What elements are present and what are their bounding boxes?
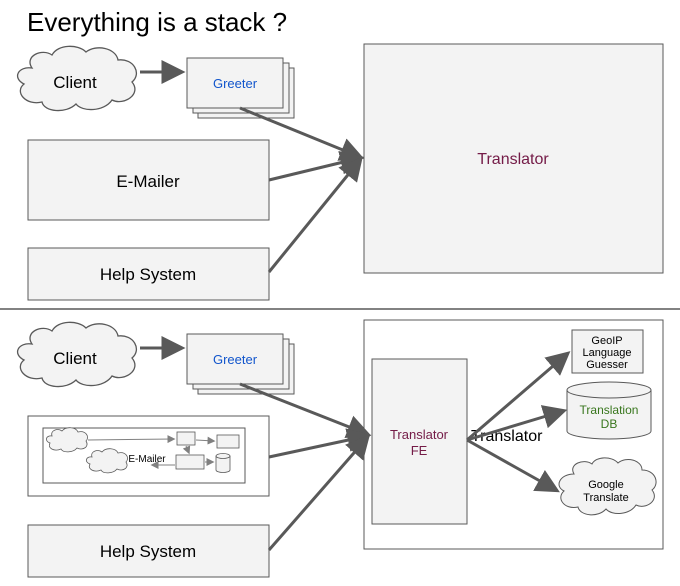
arrow-help-to-fe <box>267 434 370 551</box>
translation-db-label-line1: Translation <box>580 403 639 417</box>
mini-box-icon <box>175 454 205 470</box>
translator-fe-box: Translator FE <box>371 358 468 525</box>
geoip-language-guesser-box: GeoIP Language Guesser <box>571 329 644 374</box>
top-translator-box: Translator <box>363 43 664 274</box>
google-translate-cloud: Google Translate <box>558 457 657 516</box>
mini-cloud-icon <box>46 427 88 453</box>
top-help-system-box: Help System <box>27 247 270 301</box>
bottom-help-system-label: Help System <box>100 542 196 561</box>
top-emailer-label: E-Mailer <box>116 172 180 191</box>
arrow-greeter-to-translator-top <box>239 106 365 161</box>
translation-db-cylinder: Translation DB <box>566 381 652 440</box>
mini-database-icon <box>215 453 231 473</box>
bottom-greeter-label: Greeter <box>213 352 258 367</box>
top-emailer-box: E-Mailer <box>27 139 270 221</box>
mini-cloud-icon <box>86 448 128 474</box>
top-client-cloud: Client <box>16 45 137 112</box>
google-translate-label-line2: Translate <box>583 492 628 504</box>
top-greeter-label: Greeter <box>213 76 258 91</box>
mini-box-icon <box>176 431 196 446</box>
bottom-client-label: Client <box>53 349 97 368</box>
google-translate-label-line1: Google <box>588 479 623 491</box>
translator-fe-label-line1: Translator <box>390 427 449 442</box>
bottom-section: Client Greeter <box>16 319 664 578</box>
top-help-system-label: Help System <box>100 265 196 284</box>
arrow-fe-to-db <box>466 405 568 442</box>
geoip-label-line1: GeoIP <box>591 335 622 347</box>
mini-emailer-label: E-Mailer <box>128 454 166 465</box>
arrow-greeter-to-fe <box>239 382 372 439</box>
arrow-fe-to-google <box>466 438 560 493</box>
top-client-label: Client <box>53 73 97 92</box>
top-greeter-stack: Greeter <box>186 57 295 119</box>
top-translator-label: Translator <box>477 151 549 168</box>
geoip-label-line3: Guesser <box>586 359 628 371</box>
translator-fe-label-line2: FE <box>411 443 428 458</box>
bottom-greeter-stack: Greeter <box>186 333 295 395</box>
top-section: Client Greeter E-Mailer Help System Tran… <box>16 43 664 301</box>
geoip-label-line2: Language <box>583 347 632 359</box>
bottom-emailer-box: E-Mailer <box>27 415 270 497</box>
arrow-help-to-translator-top <box>267 156 363 273</box>
bottom-help-system-box: Help System <box>27 524 270 578</box>
translation-db-label-line2: DB <box>601 417 618 431</box>
page-title: Everything is a stack ? <box>27 7 287 37</box>
arrow-fe-to-geoip <box>466 351 571 442</box>
mini-box-icon <box>216 434 240 449</box>
bottom-client-cloud: Client <box>16 321 137 388</box>
